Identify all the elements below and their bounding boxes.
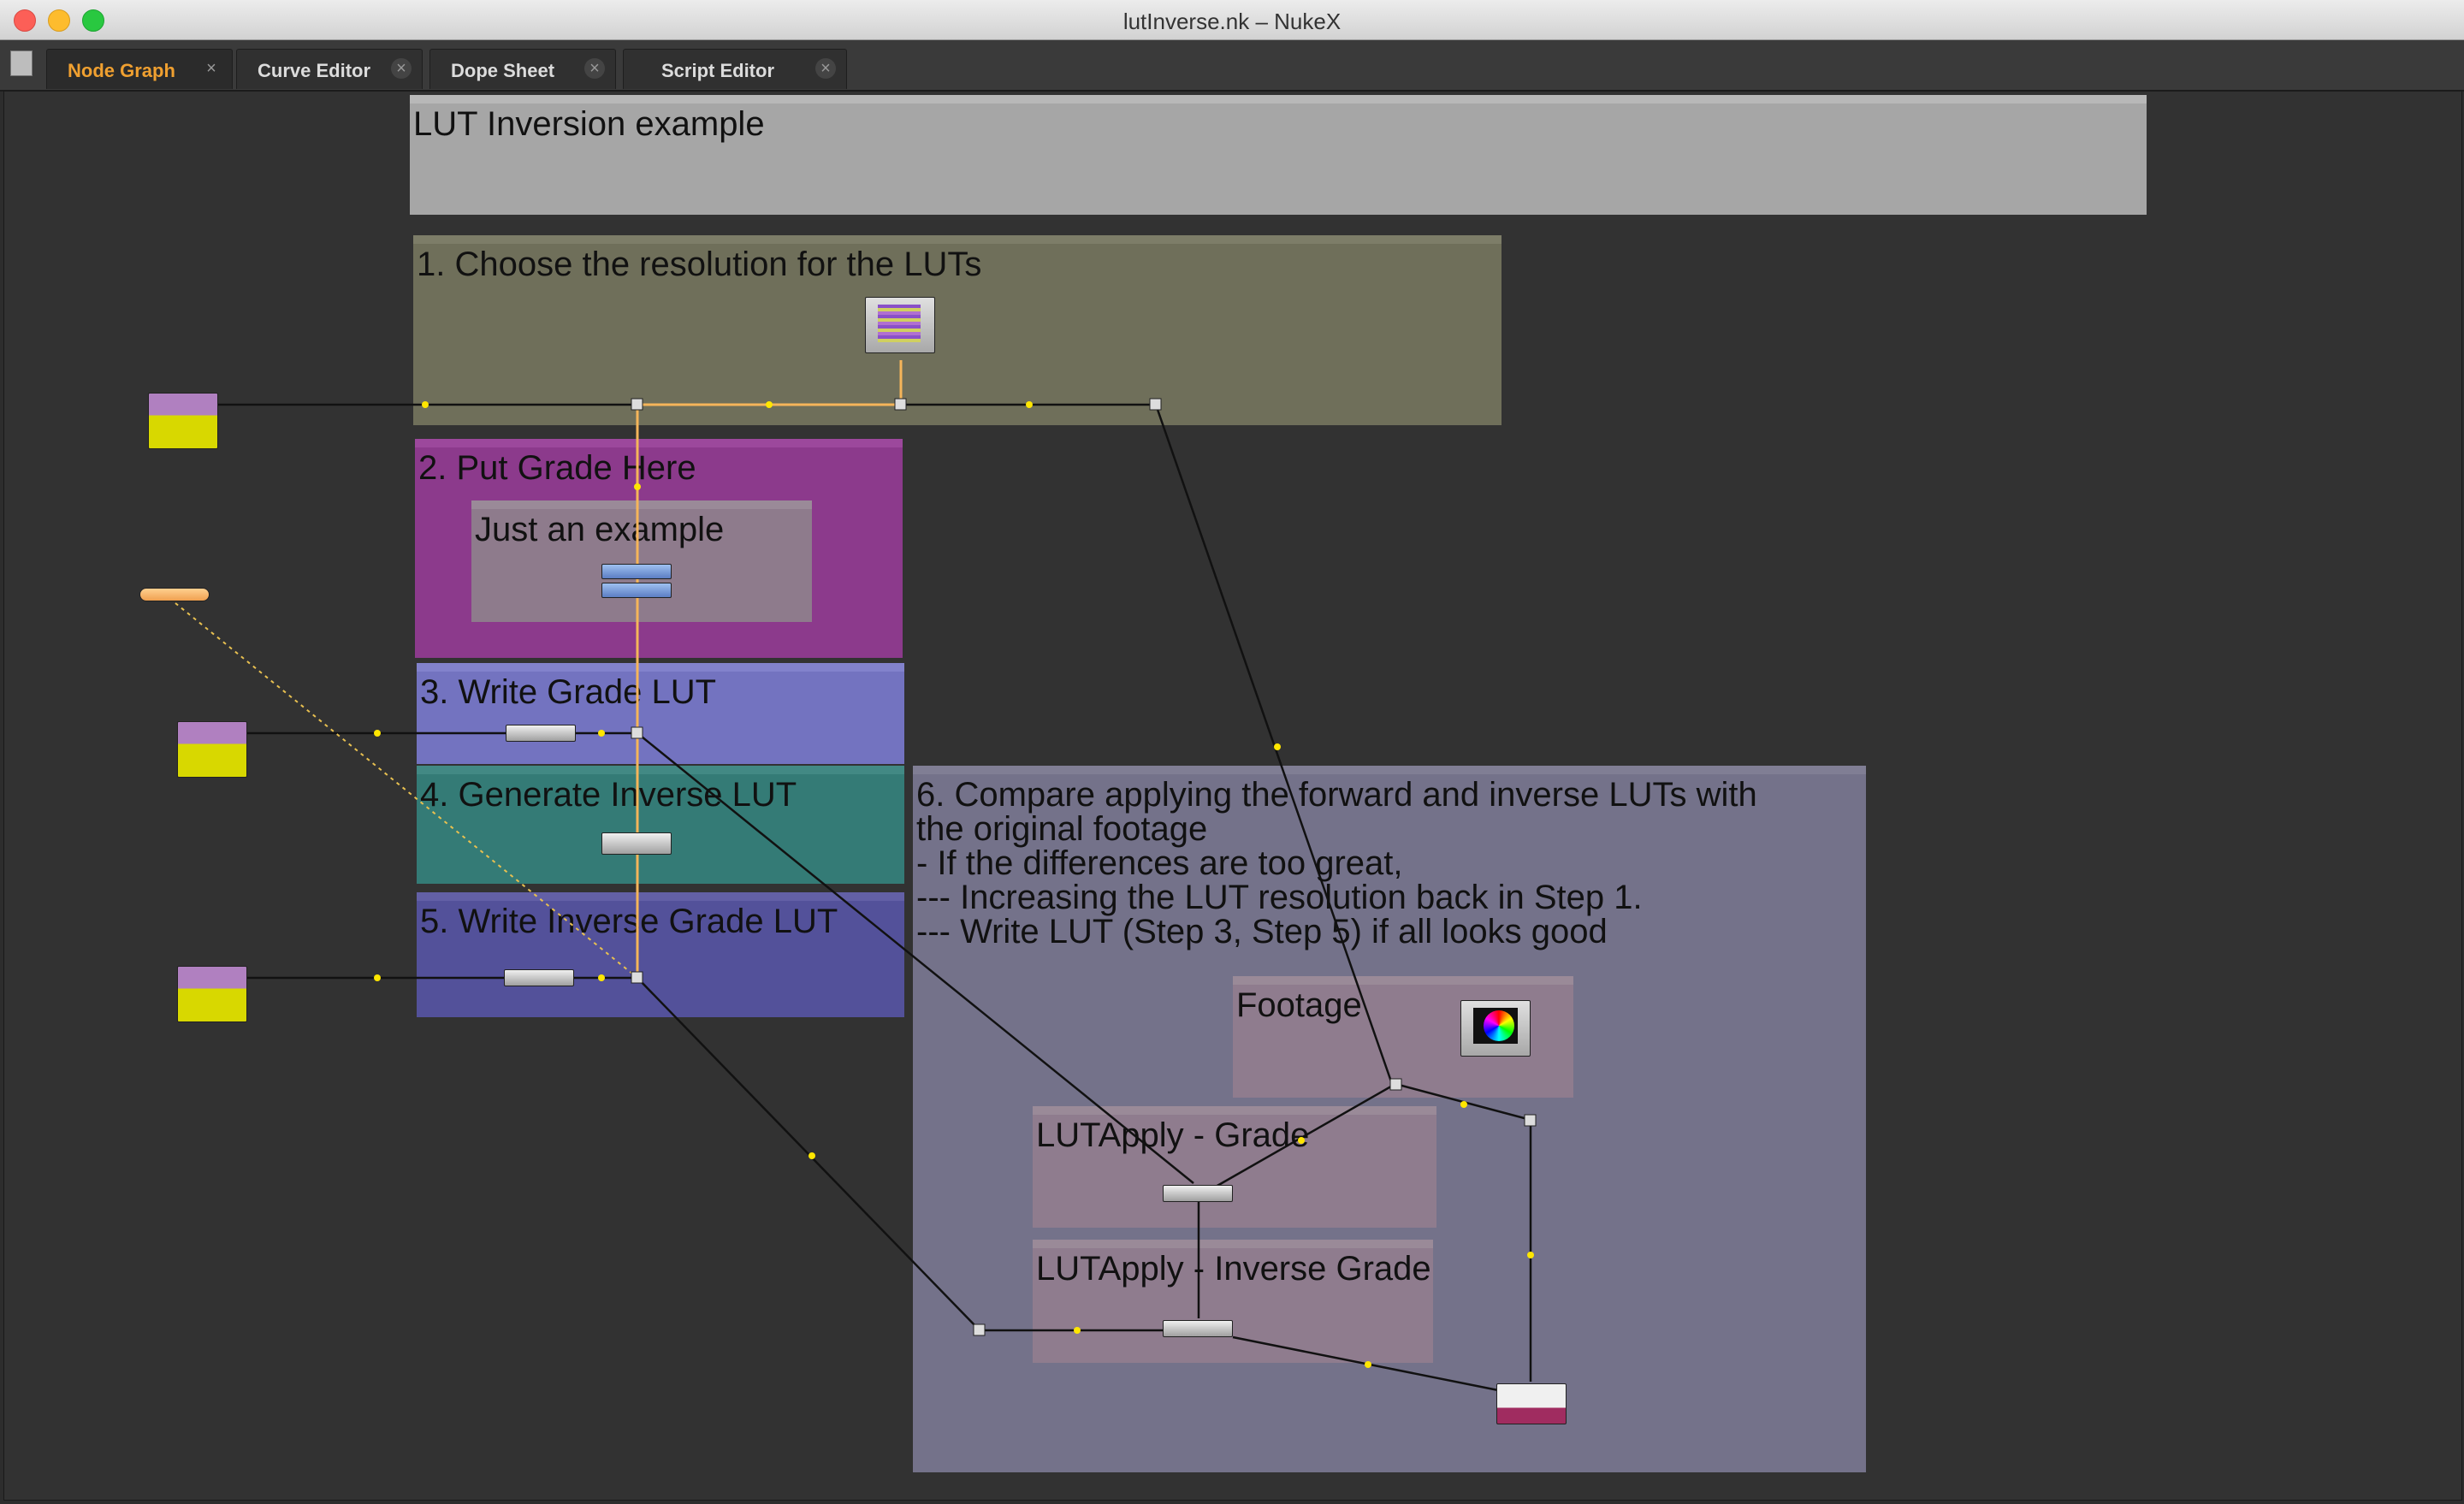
- backdrop-label: Just an example: [475, 511, 725, 548]
- close-window-button[interactable]: [14, 9, 36, 32]
- window-titlebar: lutInverse.nk – NukeX: [0, 0, 2464, 40]
- write-lut-node[interactable]: [148, 393, 218, 449]
- dot-node[interactable]: [1389, 1078, 1402, 1091]
- backdrop-footage[interactable]: Footage: [1233, 976, 1573, 1098]
- grade-node[interactable]: [601, 564, 672, 579]
- dot-node[interactable]: [973, 1323, 986, 1336]
- wire[interactable]: [637, 732, 1194, 1184]
- dot-node[interactable]: [1149, 398, 1162, 411]
- tab-label: Script Editor: [661, 60, 775, 81]
- lutapply-grade-node[interactable]: [1163, 1185, 1233, 1202]
- expression-link: [175, 602, 638, 979]
- close-icon[interactable]: ×: [391, 58, 412, 79]
- tab-curve-editor[interactable]: Curve Editor ×: [236, 49, 423, 89]
- window-title: lutInverse.nk – NukeX: [1122, 9, 1342, 34]
- backdrop-lutapply-inverse[interactable]: LUTApply - Inverse Grade: [1033, 1240, 1433, 1363]
- wire-dot: [374, 730, 381, 737]
- close-icon[interactable]: ×: [584, 58, 605, 79]
- backdrop-label: 3. Write Grade LUT: [420, 673, 717, 711]
- dot-node[interactable]: [631, 398, 643, 411]
- tab-label: Curve Editor: [258, 60, 371, 81]
- backdrop-step4[interactable]: 4. Generate Inverse LUT: [417, 766, 904, 884]
- zoom-window-button[interactable]: [82, 9, 104, 32]
- write-inverse-lut-node[interactable]: [177, 966, 247, 1022]
- node-thumbnail: [878, 305, 921, 342]
- backdrop-step5[interactable]: 5. Write Inverse Grade LUT: [417, 892, 904, 1017]
- pane-menu-icon[interactable]: [10, 50, 33, 76]
- backdrop-label: 1. Choose the resolution for the LUTs: [417, 246, 982, 283]
- wire-dot: [1026, 401, 1033, 408]
- tab-label: Node Graph: [68, 60, 175, 81]
- dot-node[interactable]: [894, 398, 907, 411]
- close-icon[interactable]: ×: [815, 58, 836, 79]
- backdrop-label: LUT Inversion example: [413, 105, 765, 143]
- lut-resolution-node[interactable]: [865, 297, 935, 353]
- wire[interactable]: [1215, 1082, 1396, 1188]
- generate-lut-node[interactable]: [506, 725, 576, 742]
- backdrop-label: 4. Generate Inverse LUT: [420, 776, 797, 814]
- invert-lut-node[interactable]: [601, 832, 672, 855]
- footage-read-node[interactable]: [1460, 1000, 1531, 1057]
- lutapply-inverse-node[interactable]: [1163, 1320, 1233, 1337]
- wire-layer: [175, 360, 1537, 1392]
- wire-dot: [1527, 1252, 1534, 1258]
- wire-dot: [598, 730, 605, 737]
- wire-dot: [422, 401, 429, 408]
- backdrop-label: Footage: [1236, 986, 1362, 1024]
- close-icon[interactable]: ×: [206, 59, 216, 78]
- wire-dot: [1298, 1137, 1305, 1144]
- nodal-expression-node[interactable]: [139, 588, 210, 601]
- wire-dot: [1074, 1327, 1081, 1334]
- grade-node[interactable]: [601, 583, 672, 598]
- tab-label: Dope Sheet: [451, 60, 555, 81]
- minimize-window-button[interactable]: [48, 9, 70, 32]
- wire-dot: [1274, 743, 1281, 750]
- backdrop-label: LUTApply - Inverse Grade: [1036, 1250, 1431, 1288]
- wire-dot: [808, 1152, 815, 1159]
- backdrop-label: LUTApply - Grade: [1036, 1116, 1310, 1154]
- tab-bar: Node Graph × Curve Editor × Dope Sheet ×…: [0, 40, 2464, 92]
- wire-dot: [766, 401, 773, 408]
- color-wheel-icon: [1473, 1008, 1518, 1044]
- generate-inverse-lut-node[interactable]: [504, 969, 574, 986]
- tab-script-editor[interactable]: Script Editor ×: [623, 49, 847, 89]
- wire-dot: [634, 483, 641, 490]
- backdrop-lutapply-grade[interactable]: LUTApply - Grade: [1033, 1106, 1436, 1228]
- wire-dot: [1365, 1361, 1371, 1368]
- backdrop-label: 2. Put Grade Here: [418, 449, 696, 487]
- wire-dot: [1460, 1101, 1467, 1108]
- backdrop-step3[interactable]: 3. Write Grade LUT: [417, 663, 904, 764]
- dot-node[interactable]: [631, 726, 643, 739]
- backdrop-title[interactable]: LUT Inversion example: [410, 95, 2147, 215]
- write-grade-lut-node[interactable]: [177, 721, 247, 778]
- tab-node-graph[interactable]: Node Graph ×: [46, 49, 233, 89]
- wire-dot: [374, 974, 381, 981]
- backdrop-label: 5. Write Inverse Grade LUT: [420, 903, 838, 940]
- backdrop-label: 6. Compare applying the forward and inve…: [916, 776, 1757, 950]
- viewer-node[interactable]: [1496, 1383, 1567, 1424]
- tab-dope-sheet[interactable]: Dope Sheet ×: [429, 49, 616, 89]
- dot-node[interactable]: [1524, 1114, 1537, 1127]
- dot-node[interactable]: [631, 971, 643, 984]
- wire-dot: [598, 974, 605, 981]
- backdrop-step2-inner[interactable]: Just an example: [471, 500, 812, 622]
- backdrop-step1[interactable]: 1. Choose the resolution for the LUTs: [413, 235, 1502, 425]
- node-graph-canvas[interactable]: LUT Inversion example 1. Choose the reso…: [3, 91, 2462, 1501]
